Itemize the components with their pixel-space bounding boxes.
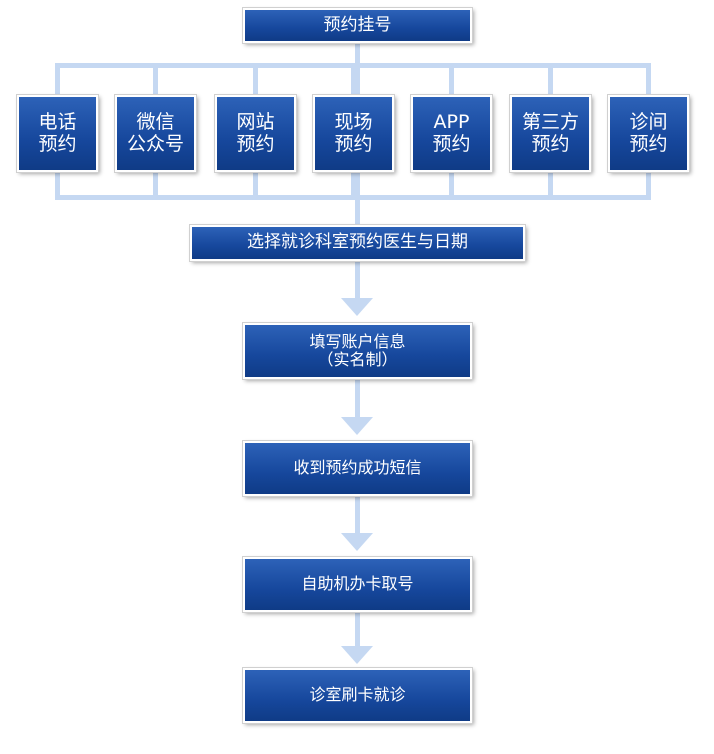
arrow-down-icon bbox=[341, 417, 373, 435]
node-label: 现场 bbox=[334, 110, 373, 133]
node-label: 诊间 bbox=[629, 110, 668, 133]
node-channel: 电话预约 bbox=[16, 94, 99, 173]
connector bbox=[355, 260, 360, 300]
node-label: 自助机办卡取号 bbox=[301, 574, 414, 594]
connector bbox=[355, 379, 360, 421]
node-channel: 网站预约 bbox=[214, 94, 297, 173]
node-channel: 第三方预约 bbox=[509, 94, 592, 173]
node-label: 微信 bbox=[136, 110, 175, 133]
node-sublabel: （实名制） bbox=[317, 350, 398, 369]
node-fill-account-info: 填写账户信息（实名制） bbox=[242, 322, 473, 380]
node-label: 收到预约成功短信 bbox=[293, 458, 422, 478]
node-label: 预约 bbox=[531, 132, 570, 155]
node-label: 网站 bbox=[236, 110, 275, 133]
node-channel: 现场预约 bbox=[312, 94, 395, 173]
arrow-down-icon bbox=[341, 533, 373, 551]
node-label: 诊室刷卡就诊 bbox=[309, 685, 406, 705]
node-label: 公众号 bbox=[126, 132, 184, 155]
node-channel: 微信公众号 bbox=[114, 94, 197, 173]
connector bbox=[355, 612, 360, 650]
node-label: 第三方 bbox=[521, 110, 579, 133]
arrow-down-icon bbox=[341, 298, 373, 316]
node-channel: 诊间预约 bbox=[607, 94, 690, 173]
node-label: 预约 bbox=[334, 132, 373, 155]
node-label: 预约 bbox=[432, 132, 471, 155]
node-label: 电话 bbox=[38, 110, 77, 133]
node-label: 预约 bbox=[236, 132, 275, 155]
connector bbox=[355, 496, 360, 538]
node-label: 预约 bbox=[629, 132, 668, 155]
node-select-department: 选择就诊科室预约医生与日期 bbox=[189, 224, 526, 262]
node-appointment-registration: 预约挂号 bbox=[242, 7, 473, 44]
arrow-down-icon bbox=[341, 646, 373, 664]
node-label: 预约挂号 bbox=[323, 14, 392, 35]
node-receive-sms: 收到预约成功短信 bbox=[242, 440, 473, 497]
node-kiosk-card: 自助机办卡取号 bbox=[242, 556, 473, 613]
node-clinic-visit: 诊室刷卡就诊 bbox=[242, 667, 473, 724]
node-label: APP bbox=[433, 110, 470, 133]
node-label: 选择就诊科室预约医生与日期 bbox=[247, 232, 468, 253]
node-label: 填写账户信息 bbox=[309, 331, 406, 351]
node-label: 预约 bbox=[38, 132, 77, 155]
